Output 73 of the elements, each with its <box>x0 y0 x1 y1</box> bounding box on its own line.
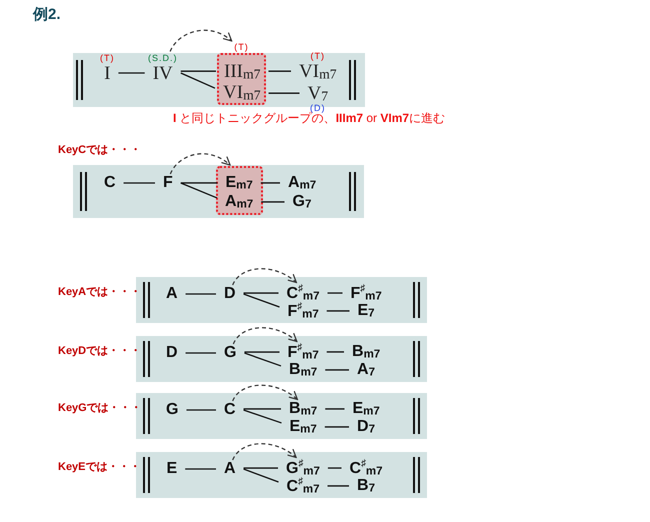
connector-line <box>118 72 145 74</box>
connector-line <box>244 351 280 353</box>
connector-line <box>325 369 349 371</box>
chord-symbol: A$_{7}$ <box>357 362 375 378</box>
chord-symbol: B$_{m7}$ <box>352 344 380 360</box>
dashed-arrow <box>170 30 232 52</box>
note-text: I と同じトニックグループの、IIIm7 or VIm7に進む <box>173 112 446 124</box>
connector-line <box>325 408 344 410</box>
connector-line <box>260 182 280 184</box>
connector-line <box>186 409 216 411</box>
dashed-arrow <box>232 443 297 460</box>
dashed-arrow <box>232 327 298 344</box>
key-label: KeyGでは・・・ <box>58 403 142 414</box>
dashed-arrow <box>232 384 298 402</box>
connector-line <box>244 292 278 294</box>
connector-line <box>328 485 349 487</box>
chord-symbol: B$_{7}$ <box>357 478 375 494</box>
key-label: KeyAでは・・・ <box>58 287 142 298</box>
chord-symbol: D$_{7}$ <box>357 418 375 436</box>
chord-symbol: A$_{m7}$ <box>225 194 254 210</box>
chord-symbol: IV <box>152 64 173 82</box>
chord-symbol: E$_{7}$ <box>358 302 375 320</box>
chord-symbol: E$_{m7}$ <box>290 418 317 436</box>
connector-line <box>268 92 300 94</box>
connector-line <box>244 467 278 469</box>
function-label: (D) <box>310 104 326 113</box>
function-label: (S.D.) <box>148 54 178 62</box>
chord-symbol: F <box>163 175 173 191</box>
connector-line <box>243 468 279 483</box>
function-label: (T) <box>100 54 114 62</box>
connector-line <box>324 426 349 428</box>
connector-line <box>180 72 216 89</box>
connector-line <box>328 292 342 294</box>
title: 例2. <box>33 7 61 22</box>
key-label: KeyEでは・・・ <box>58 462 141 473</box>
chord-symbol: D <box>224 286 236 302</box>
chord-symbol: B$_{m7}$ <box>289 400 318 418</box>
connector-line <box>185 468 216 470</box>
chord-symbol: G <box>166 402 178 418</box>
connector-line <box>186 293 216 295</box>
connector-line <box>326 310 350 312</box>
function-label: (T) <box>310 52 326 60</box>
chord-symbol: G <box>224 345 236 361</box>
connector-line <box>326 351 344 353</box>
dashed-arrow <box>170 153 231 174</box>
connector-line <box>243 409 282 424</box>
connector-line <box>180 182 218 199</box>
dashed-arrow <box>232 268 297 286</box>
connector-line <box>124 182 155 184</box>
connector-line <box>268 70 291 72</box>
chord-symbol: A$_{m7}$ <box>288 174 316 192</box>
connector-line <box>328 467 342 469</box>
connector-line <box>243 293 280 308</box>
connector-line <box>180 182 218 184</box>
chord-symbol: E <box>166 461 178 477</box>
chord-symbol: E$_{m7}$ <box>352 400 380 418</box>
chord-symbol: D <box>166 345 178 361</box>
chord-symbol: A <box>166 286 178 302</box>
connector-line <box>180 70 216 72</box>
chord-symbol: C <box>104 175 116 191</box>
key-label: KeyCでは・・・ <box>58 145 142 156</box>
connector-line <box>244 352 282 367</box>
chord-symbol: B$_{m7}$ <box>289 362 318 378</box>
chord-symbol: G$_{7}$ <box>292 194 312 210</box>
function-label: (T) <box>234 43 249 52</box>
connector-line <box>244 408 281 410</box>
key-label: KeyDでは・・・ <box>58 346 142 357</box>
connector-line <box>186 352 216 354</box>
chord-symbol: C <box>224 402 236 418</box>
chord-symbol: I <box>104 64 110 82</box>
chord-symbol: E$_{m7}$ <box>226 174 253 192</box>
connector-line <box>261 201 284 203</box>
chord-symbol: A <box>224 461 236 477</box>
